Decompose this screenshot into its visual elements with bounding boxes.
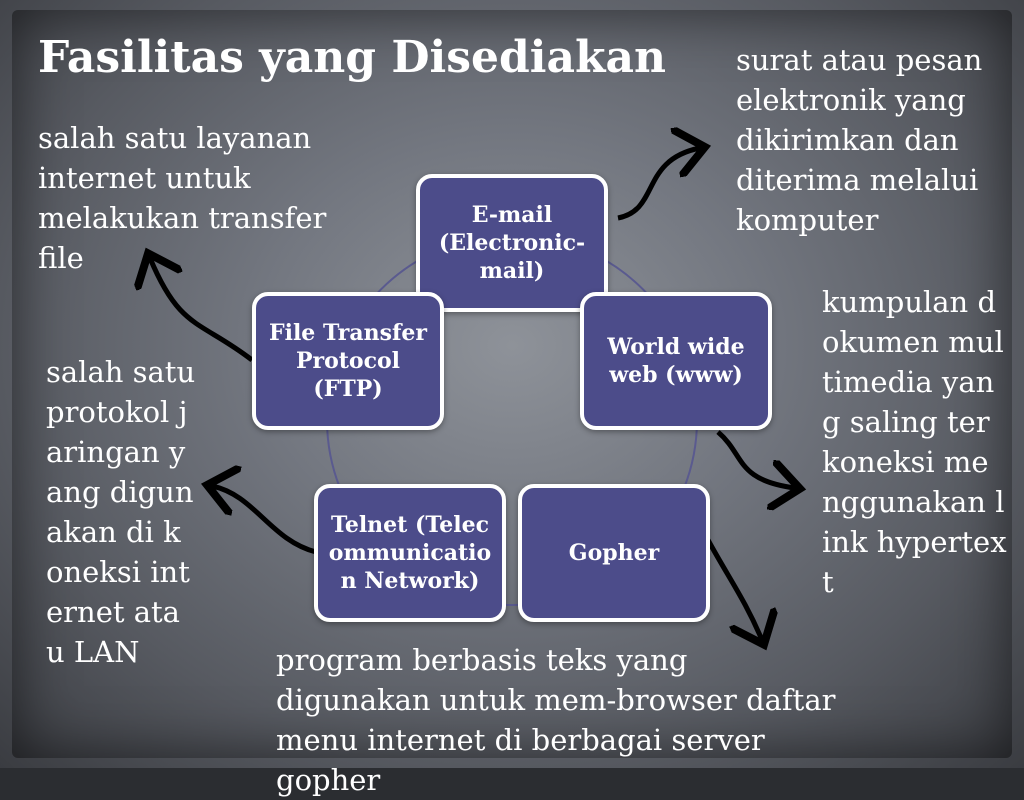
arrow-telnet bbox=[212, 486, 317, 555]
www-description: kumpulan dokumen multimedia yang saling … bbox=[822, 285, 1007, 599]
node-telnet: Telnet (Telecommunication Network) bbox=[314, 484, 506, 622]
node-ftp-label: File Transfer Protocol (FTP) bbox=[268, 320, 428, 402]
node-gopher-label: Gopher bbox=[568, 540, 660, 566]
arrow-ftp bbox=[150, 258, 254, 362]
arrow-www bbox=[716, 430, 795, 488]
node-telnet-label: Telnet (Telecommunication Network) bbox=[328, 512, 492, 594]
gopher-description-text: program berbasis teks yang digunakan unt… bbox=[276, 643, 836, 797]
gopher-description: program berbasis teks yang digunakan unt… bbox=[276, 640, 876, 800]
node-www: World wide web (www) bbox=[580, 292, 772, 430]
node-email: E-mail (Electronic-mail) bbox=[416, 174, 608, 312]
email-description: surat atau pesan elektronik yang dikirim… bbox=[736, 43, 983, 237]
arrow-gopher bbox=[705, 538, 762, 640]
slide-background bbox=[0, 0, 1024, 768]
ftp-description: salah satu layanan internet untuk melaku… bbox=[38, 121, 327, 275]
page-title: Fasilitas yang Disediakan bbox=[38, 32, 666, 83]
node-ftp: File Transfer Protocol (FTP) bbox=[252, 292, 444, 430]
arrow-email bbox=[617, 148, 700, 221]
node-email-label: E-mail (Electronic-mail) bbox=[438, 202, 586, 284]
node-www-label: World wide web (www) bbox=[607, 334, 745, 388]
telnet-description: salah satu protokol jaringan yang diguna… bbox=[46, 355, 196, 669]
node-gopher: Gopher bbox=[518, 484, 710, 622]
